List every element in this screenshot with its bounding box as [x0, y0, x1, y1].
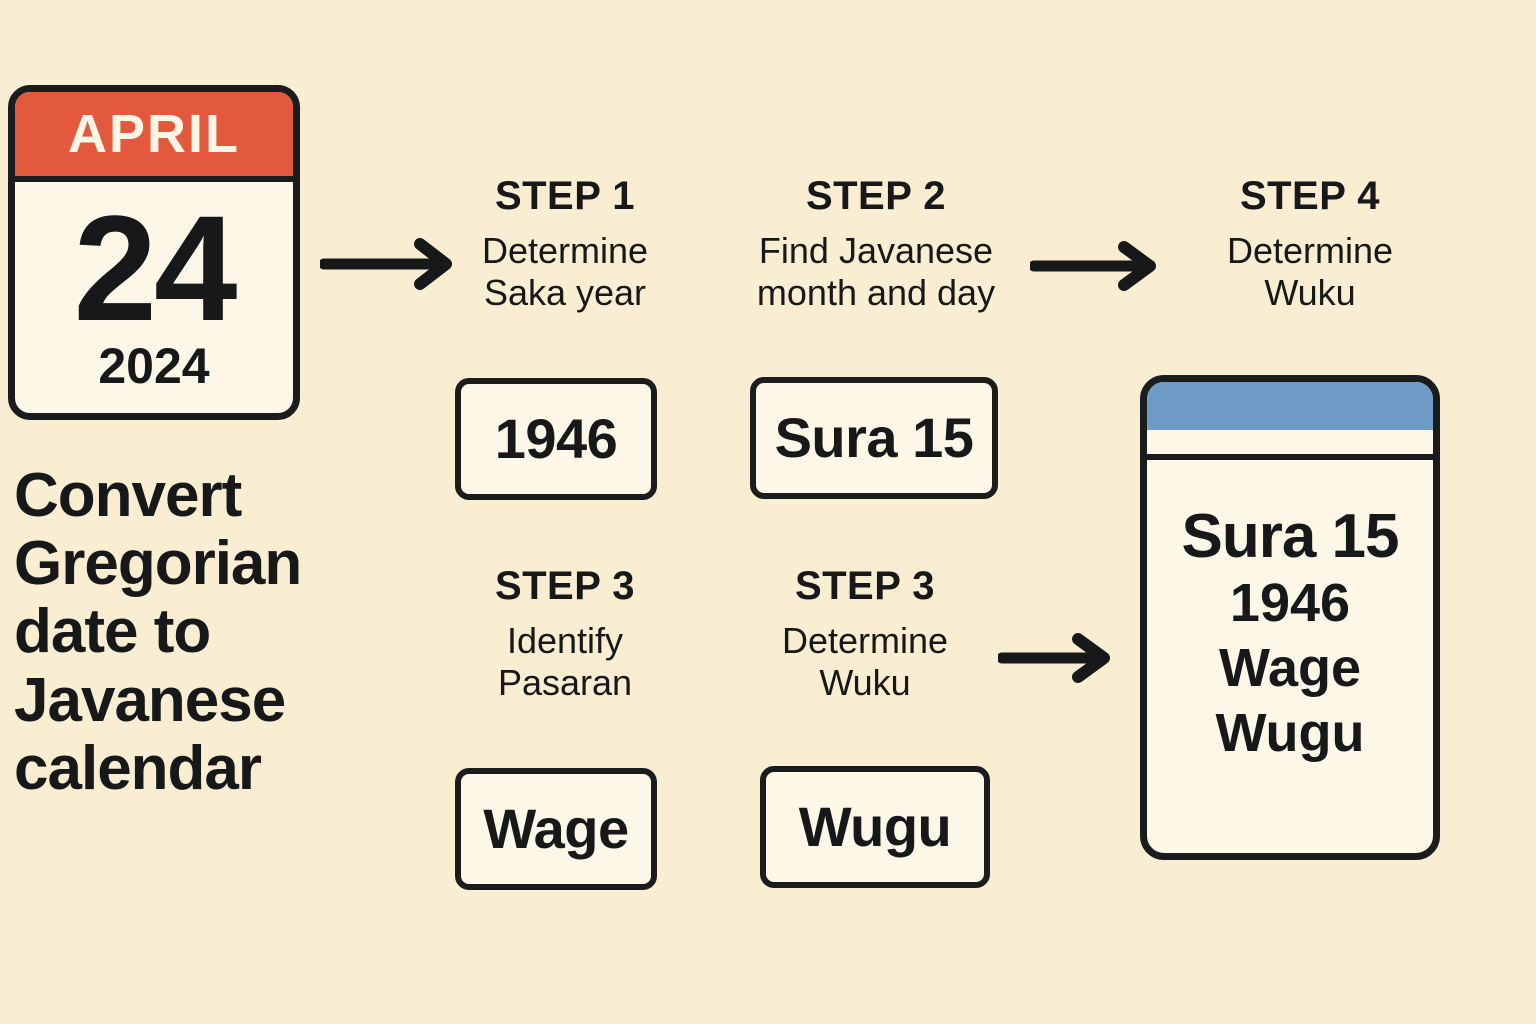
step-3-pasaran-value-box: Wage — [455, 768, 657, 890]
result-month-day: Sura 15 — [1181, 502, 1399, 571]
calendar-month-band: APRIL — [15, 92, 293, 182]
result-pasaran: Wage — [1218, 638, 1361, 699]
arrow-calendar-to-step1-icon — [320, 238, 452, 290]
step-3-pasaran-block: STEP 3 Identify Pasaran — [450, 566, 680, 705]
gregorian-calendar-icon: APRIL 24 2024 — [8, 85, 300, 420]
javanese-result-card: Sura 15 1946 Wage Wugu — [1140, 375, 1440, 860]
step-4-description: Determine Wuku — [1226, 230, 1394, 314]
result-card-body: Sura 15 1946 Wage Wugu — [1147, 460, 1433, 766]
step-1-value-box: 1946 — [455, 378, 657, 500]
page-title: Convert Gregorian date to Javanese calen… — [14, 461, 302, 803]
step-2-description: Find Javanese month and day — [756, 230, 996, 314]
arrow-step3-to-result-icon — [998, 633, 1110, 683]
step-2-value: Sura 15 — [774, 406, 974, 469]
step-3-wuku-value-box: Wugu — [760, 766, 990, 888]
step-3-pasaran-value: Wage — [483, 797, 629, 860]
arrow-step2-to-step4-icon — [1030, 241, 1156, 291]
step-2-block: STEP 2 Find Javanese month and day — [736, 176, 1016, 315]
step-4-title: STEP 4 — [1239, 174, 1381, 218]
step-1-description: Determine Saka year — [481, 230, 649, 314]
step-3-pasaran-title: STEP 3 — [494, 564, 636, 608]
calendar-day-number: 24 — [73, 184, 238, 352]
step-1-title: STEP 1 — [494, 174, 636, 218]
step-4-block: STEP 4 Determine Wuku — [1190, 176, 1430, 315]
step-3-wuku-block: STEP 3 Determine Wuku — [740, 566, 990, 705]
result-wuku: Wugu — [1215, 703, 1365, 764]
calendar-month-label: APRIL — [68, 104, 240, 164]
step-3-wuku-value: Wugu — [798, 795, 952, 858]
calendar-body: 24 2024 — [15, 182, 293, 413]
result-card-divider — [1147, 430, 1433, 460]
step-1-block: STEP 1 Determine Saka year — [450, 176, 680, 315]
step-3-wuku-title: STEP 3 — [794, 564, 936, 608]
step-3-wuku-description: Determine Wuku — [781, 620, 949, 704]
step-3-pasaran-description: Identify Pasaran — [497, 620, 633, 704]
result-saka-year: 1946 — [1229, 573, 1351, 634]
step-1-value: 1946 — [494, 407, 618, 470]
calendar-year-number: 2024 — [98, 338, 210, 394]
step-2-title: STEP 2 — [805, 174, 947, 218]
step-2-value-box: Sura 15 — [750, 377, 998, 499]
result-card-header-band — [1147, 382, 1433, 430]
